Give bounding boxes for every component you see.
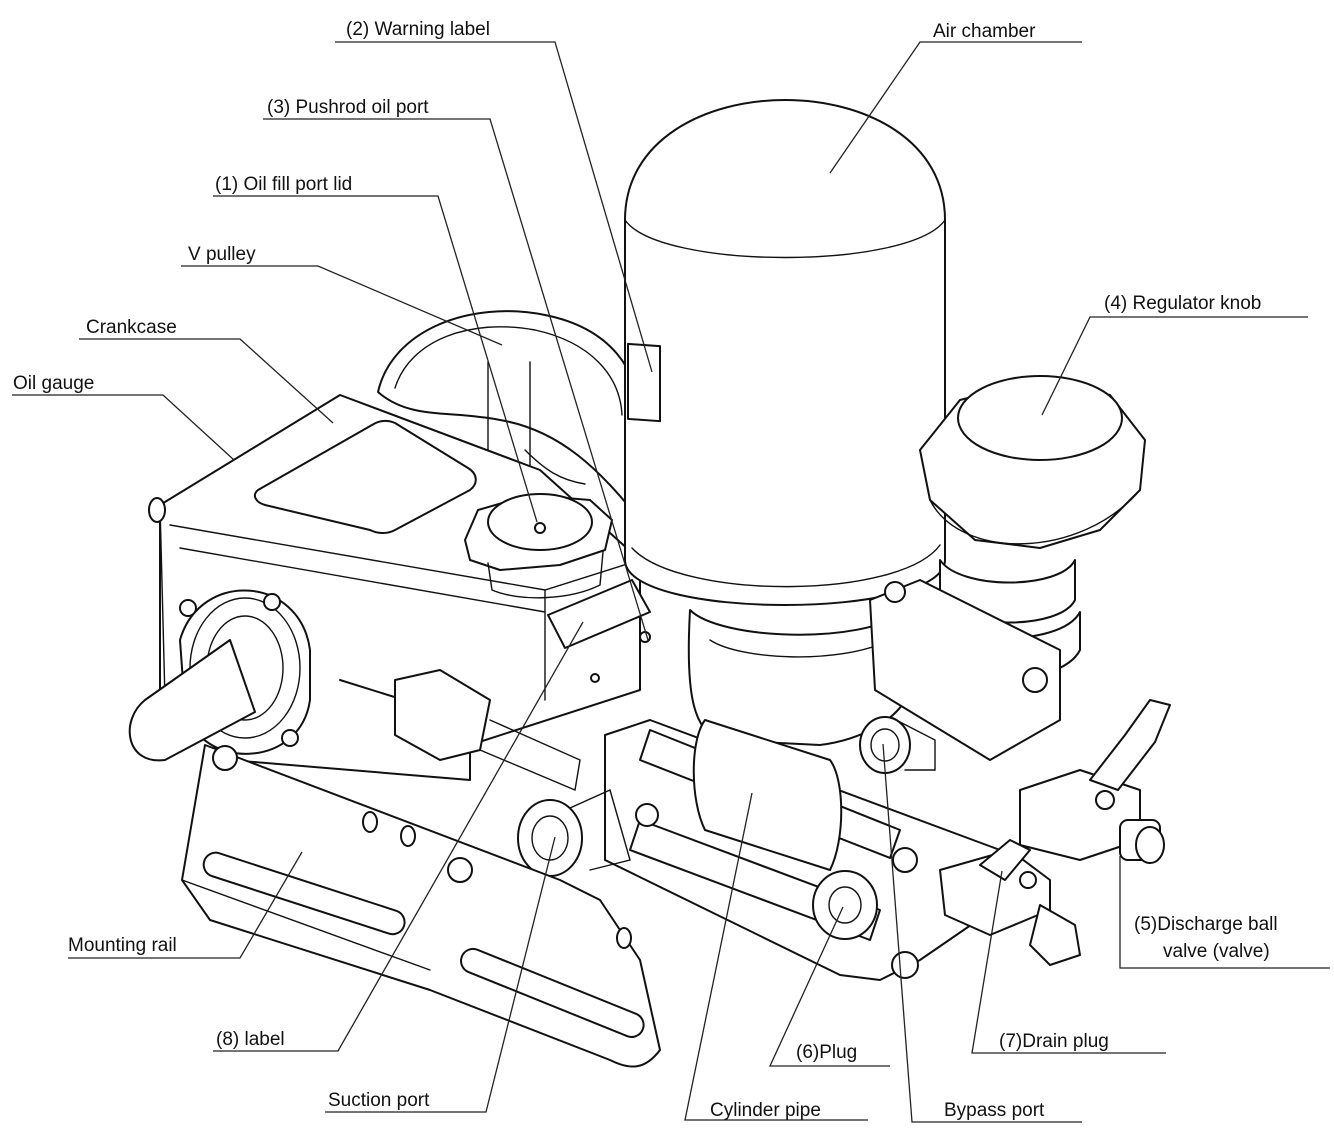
label-8-drawing (547, 579, 651, 683)
label-oil-fill-port-lid: (1) Oil fill port lid (215, 174, 352, 195)
label-label-8: (8) label (216, 1029, 285, 1050)
label-air-chamber: Air chamber (933, 21, 1036, 42)
label-drain-plug-7: (7)Drain plug (999, 1031, 1109, 1052)
oil-fill-lid-drawing (464, 493, 613, 599)
oil-gauge-drawing (128, 589, 311, 762)
discharge-ball-valve-drawing (1019, 699, 1171, 864)
dipstick-drawing (339, 669, 581, 791)
label-bypass-port: Bypass port (944, 1100, 1045, 1121)
callout-labels: (2) Warning label Air chamber (3) Pushro… (13, 19, 1278, 1121)
pump-illustration (128, 99, 1171, 1068)
label-discharge-ball-valve-1: (5)Discharge ball (1134, 914, 1278, 935)
label-v-pulley: V pulley (188, 244, 256, 265)
cylinder-assembly-drawing (517, 719, 1001, 981)
air-chamber-drawing (624, 99, 946, 606)
label-oil-gauge: Oil gauge (13, 373, 94, 394)
drain-plug-drawing (939, 839, 1081, 966)
label-mounting-rail: Mounting rail (68, 935, 177, 956)
label-pushrod-oil-port: (3) Pushrod oil port (267, 97, 429, 118)
label-warning-label: (2) Warning label (346, 19, 490, 40)
label-crankcase: Crankcase (86, 317, 177, 338)
regulator-knob-drawing (859, 375, 1146, 774)
leader-lines (12, 41, 1330, 1123)
label-plug-6: (6)Plug (796, 1042, 857, 1063)
label-regulator-knob: (4) Regulator knob (1104, 293, 1261, 314)
label-cylinder-pipe: Cylinder pipe (710, 1100, 821, 1121)
label-suction-port: Suction port (328, 1090, 430, 1111)
v-pulley-drawing (377, 310, 641, 521)
label-discharge-ball-valve-2: valve (valve) (1163, 941, 1270, 962)
